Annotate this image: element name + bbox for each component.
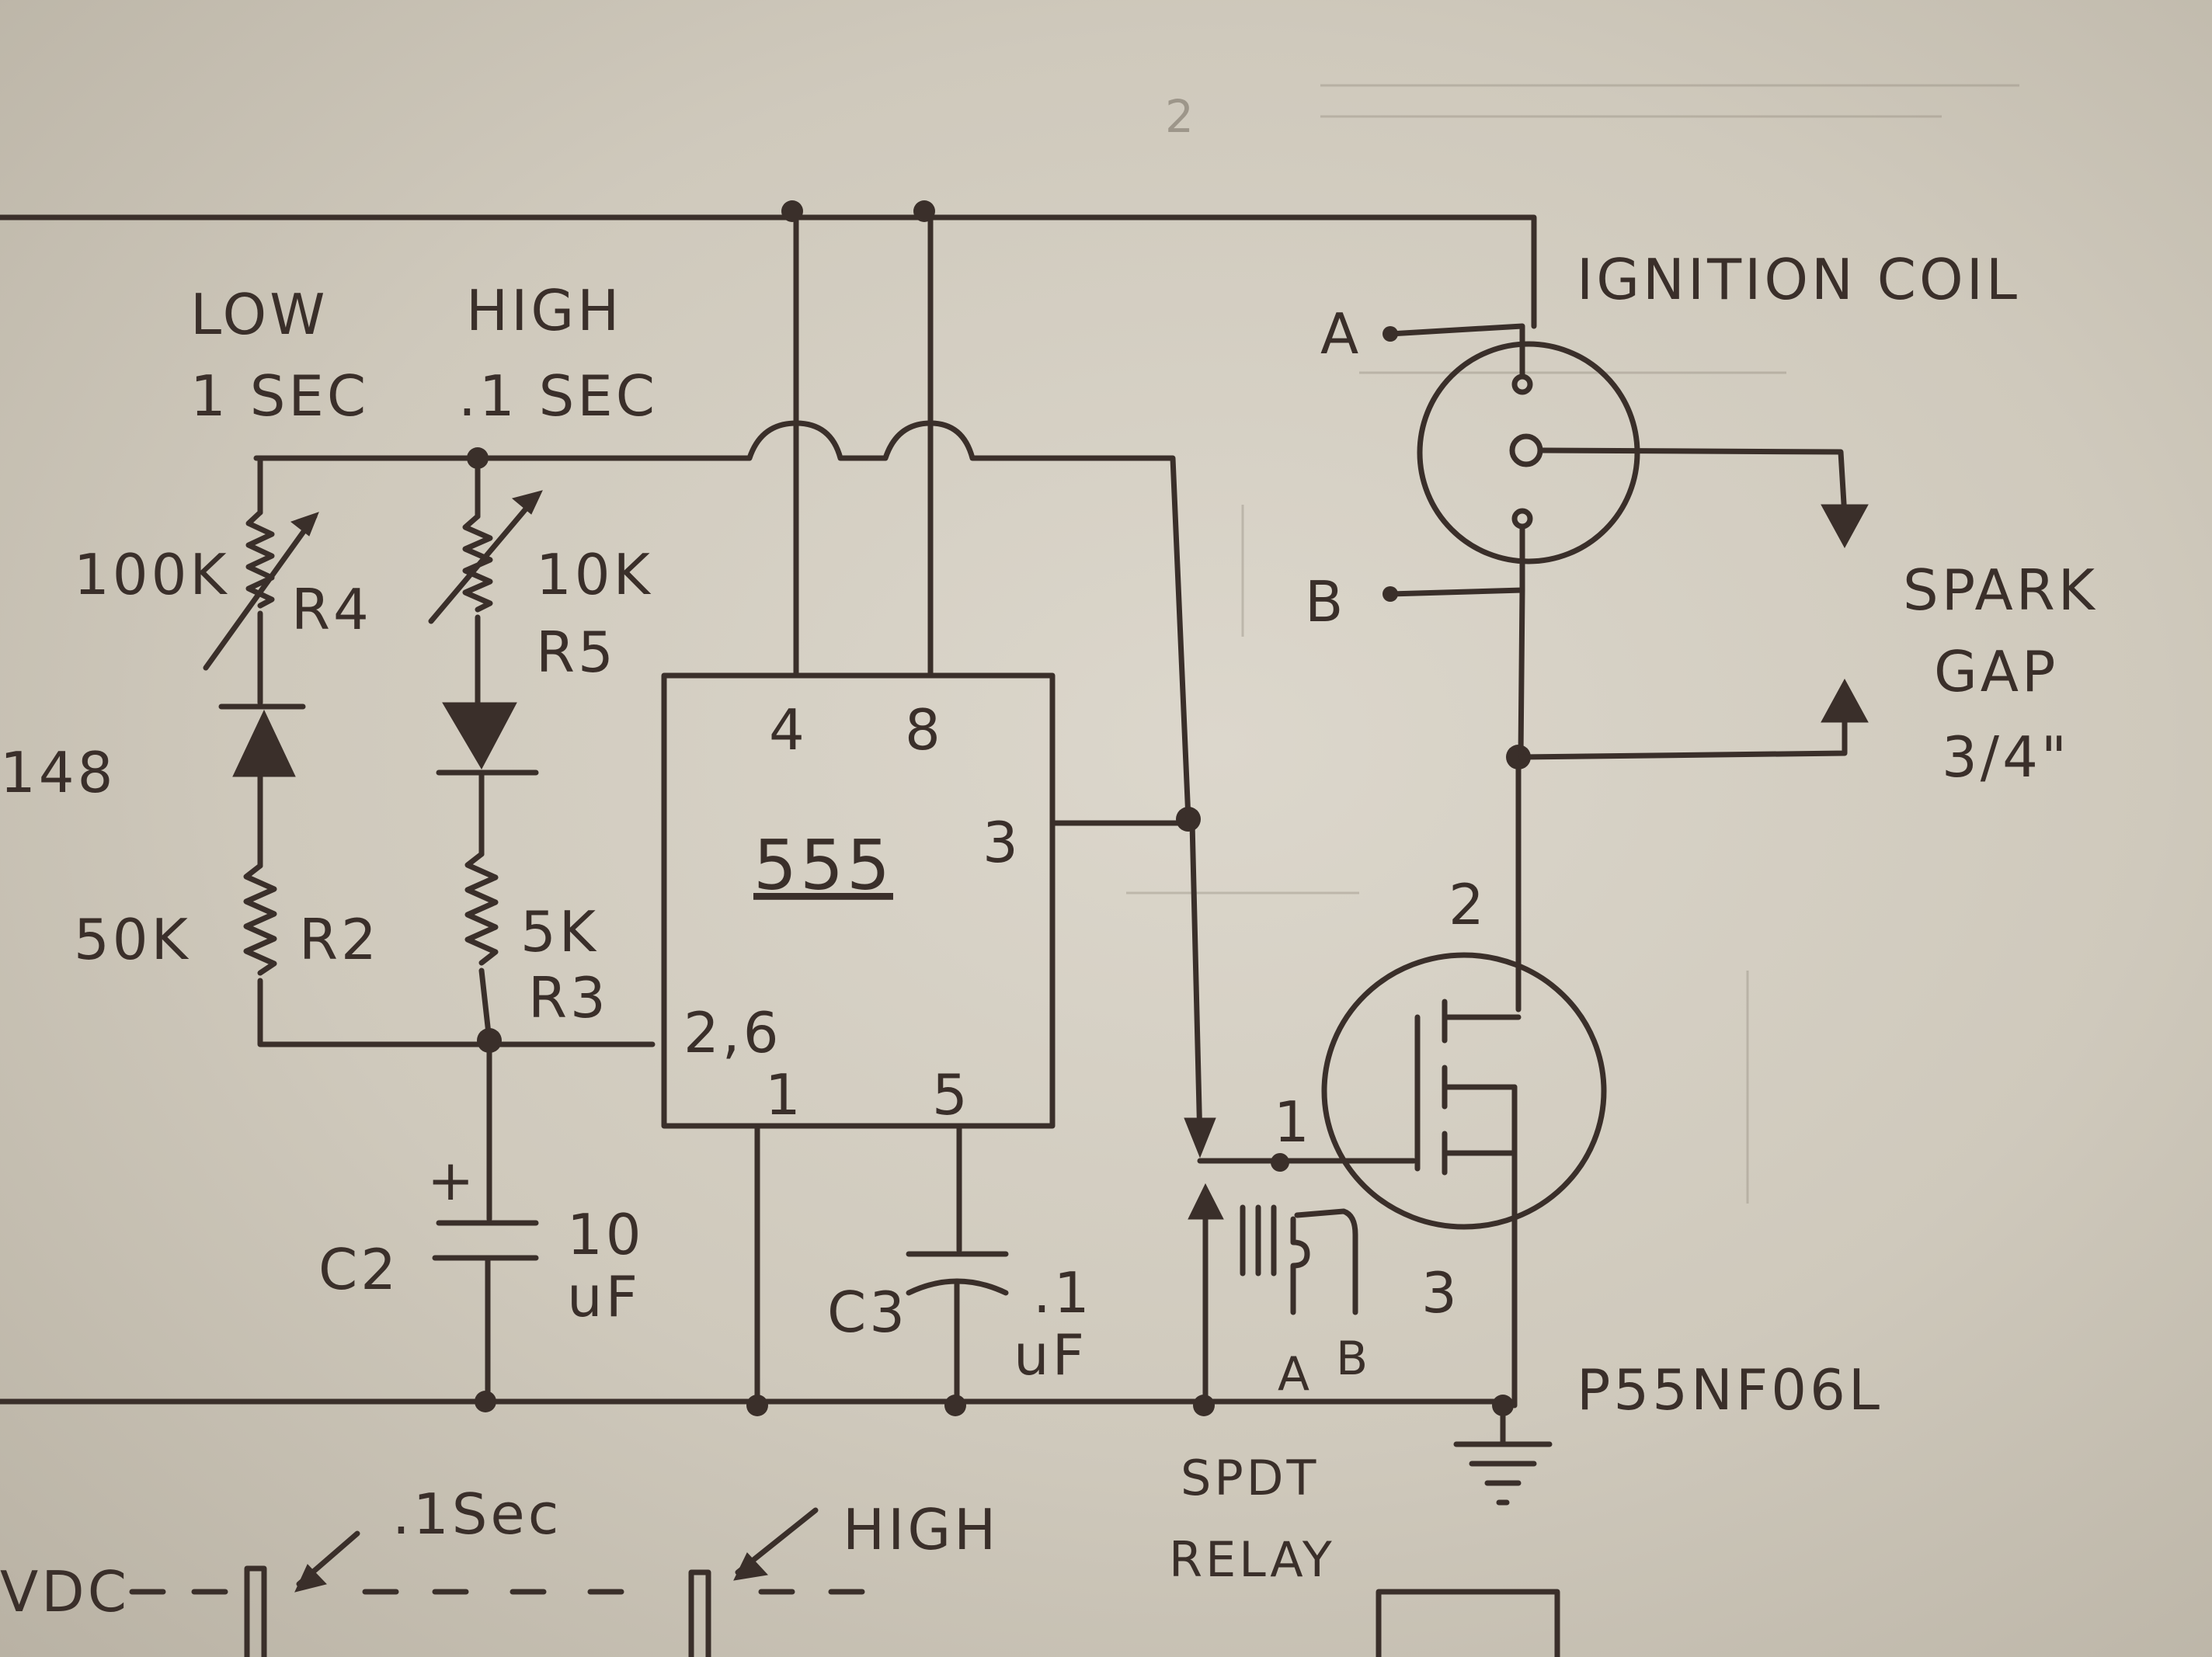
relay-arrow-down bbox=[1184, 1117, 1216, 1159]
label-relay-1: SPDT bbox=[1181, 1450, 1319, 1506]
label-r2-name: R2 bbox=[299, 907, 380, 972]
label-c2-plus: + bbox=[427, 1148, 477, 1213]
label-c3-name: C3 bbox=[827, 1280, 908, 1345]
label-mosfet-pin-3: 3 bbox=[1421, 1260, 1460, 1325]
label-r4-name: R4 bbox=[291, 577, 372, 642]
bottom-partial-circuit bbox=[129, 1507, 1560, 1657]
labels: IGNITION COIL LOW 1 SEC HIGH .1 SEC 100K… bbox=[0, 247, 2098, 1624]
label-mosfet-part: P55NF06L bbox=[1577, 1357, 1883, 1423]
mosfet-p55nf06l bbox=[1321, 754, 1607, 1409]
label-high: HIGH bbox=[466, 278, 622, 343]
wire-spark-high bbox=[1539, 447, 1848, 519]
label-ignition-coil: IGNITION COIL bbox=[1577, 247, 2020, 312]
low-branch bbox=[203, 455, 656, 1047]
label-relay-2: RELAY bbox=[1169, 1531, 1335, 1588]
resistor-r3 bbox=[464, 851, 499, 966]
label-mosfet-pin-2: 2 bbox=[1449, 872, 1487, 937]
label-low: LOW bbox=[190, 282, 328, 347]
label-r5-value: 10K bbox=[536, 542, 653, 607]
faint-back-digit: 2 bbox=[1165, 90, 1197, 143]
label-c2-value-1: 10 bbox=[567, 1202, 645, 1267]
label-c2-value-2: uF bbox=[567, 1264, 641, 1329]
label-diode-part: 148 bbox=[0, 740, 116, 805]
label-r3-name: R3 bbox=[528, 965, 609, 1030]
resistor-r2 bbox=[243, 863, 277, 976]
label-pin-4: 4 bbox=[769, 697, 808, 762]
spdt-relay bbox=[1184, 820, 1417, 1409]
label-r3-value: 5K bbox=[520, 899, 599, 964]
relay-coil bbox=[1290, 1216, 1310, 1315]
discharge-bus-wire bbox=[253, 420, 1191, 822]
bleed-through-marks bbox=[1126, 84, 2019, 1204]
mosfet-body bbox=[1321, 952, 1607, 1230]
label-high-time: .1 SEC bbox=[458, 363, 658, 429]
label-pin-5: 5 bbox=[932, 1062, 971, 1127]
ic-555-body bbox=[661, 672, 1056, 1129]
label-r4-value: 100K bbox=[74, 542, 230, 607]
ground-symbol bbox=[1453, 1402, 1553, 1506]
r5-adjust-arrow bbox=[428, 494, 539, 624]
positive-rail bbox=[0, 214, 1537, 329]
label-mosfet-pin-1: 1 bbox=[1274, 1089, 1313, 1155]
capacitor-c3 bbox=[906, 1251, 1009, 1409]
label-bottom-vdc: VDC bbox=[0, 1559, 130, 1624]
label-spark-2: GAP bbox=[1934, 639, 2058, 704]
label-c3-value-1: .1 bbox=[1033, 1260, 1093, 1325]
label-pin-2-6: 2,6 bbox=[683, 1000, 782, 1065]
label-bottom-sec: .1Sec bbox=[392, 1482, 562, 1547]
wire-spark-low bbox=[1518, 711, 1848, 760]
label-spark-3: 3/4" bbox=[1942, 724, 2070, 790]
label-bottom-high: HIGH bbox=[843, 1497, 999, 1562]
label-pin-3: 3 bbox=[983, 810, 1021, 875]
relay-coil-b bbox=[1294, 1208, 1358, 1315]
label-c3-value-2: uF bbox=[1014, 1322, 1087, 1388]
ic-555 bbox=[661, 672, 1191, 1409]
label-spark-1: SPARK bbox=[1903, 558, 2098, 623]
capacitor-c2 bbox=[432, 1220, 539, 1405]
label-low-time: 1 SEC bbox=[190, 363, 369, 429]
label-r5-name: R5 bbox=[536, 620, 617, 685]
label-pin-8: 8 bbox=[905, 697, 944, 762]
low-branch-return bbox=[257, 978, 656, 1047]
label-pin-1: 1 bbox=[765, 1062, 804, 1127]
wire-point-a bbox=[1387, 323, 1525, 380]
label-point-a: A bbox=[1320, 301, 1362, 366]
high-branch bbox=[428, 455, 543, 1222]
label-point-b: B bbox=[1305, 569, 1346, 634]
label-r2-value: 50K bbox=[74, 907, 191, 972]
relay-arrow-up bbox=[1188, 1183, 1224, 1220]
diode-right bbox=[442, 702, 517, 770]
label-relay-b: B bbox=[1336, 1332, 1371, 1386]
relay-contact-wire bbox=[1189, 820, 1203, 1145]
label-relay-a: A bbox=[1278, 1347, 1313, 1402]
label-ic-name: 555 bbox=[753, 825, 893, 905]
ignition-coil bbox=[1382, 323, 1869, 760]
r4-adjust-arrow bbox=[203, 513, 318, 671]
label-c2-name: C2 bbox=[318, 1237, 399, 1302]
diode-left bbox=[232, 709, 296, 777]
